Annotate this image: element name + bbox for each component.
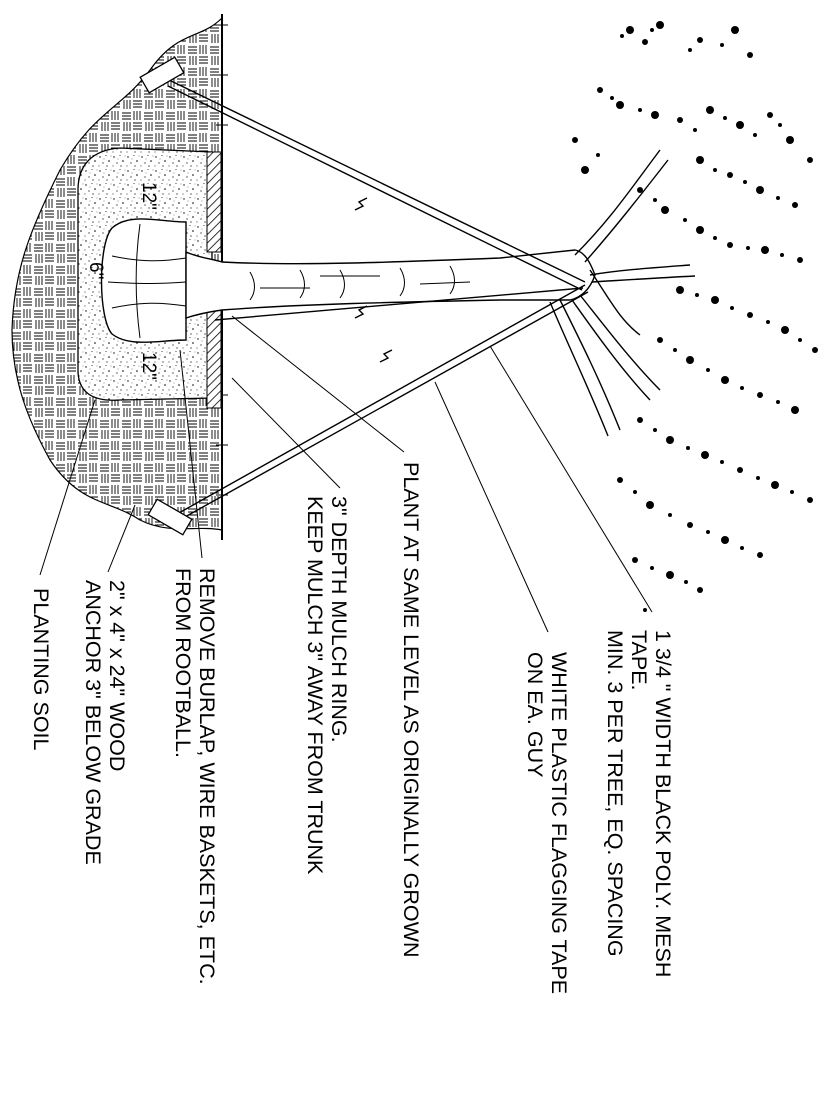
dimension-top: 12" xyxy=(138,182,159,210)
rootball xyxy=(100,218,187,343)
callout-mesh-tape-line3: MIN. 3 PER TREE, EQ. SPACING xyxy=(603,630,627,957)
callout-mulch-ring-line1: 3" DEPTH MULCH RING. xyxy=(327,496,351,743)
guy-wires xyxy=(164,77,589,523)
tree-branches xyxy=(549,149,696,437)
callout-planting-soil: PLANTING SOIL xyxy=(29,588,53,751)
mulch-ring-top xyxy=(206,151,222,253)
callout-planting-soil-line1: PLANTING SOIL xyxy=(29,588,53,751)
callout-wood-anchor-line1: 2" x 4" x 24" WOOD xyxy=(105,580,129,771)
tree-canopy xyxy=(572,21,818,612)
leader-lines xyxy=(39,315,653,633)
callout-mulch-ring-line2: KEEP MULCH 3" AWAY FROM TRUNK xyxy=(303,496,327,875)
callout-flagging-tape-line1: WHITE PLASTIC FLAGGING TAPE xyxy=(547,652,571,994)
callout-remove-burlap-line1: REMOVE BURLAP, WIRE BASKETS, ETC. xyxy=(195,568,219,985)
dimension-bottom: 6" xyxy=(85,262,106,279)
callout-remove-burlap-line2: FROM ROOTBALL. xyxy=(171,568,195,758)
mulch-ring-bottom xyxy=(206,309,222,409)
callout-plant-level: PLANT AT SAME LEVEL AS ORIGINALLY GROWN xyxy=(399,462,423,957)
callout-mesh-tape: 1 3/4 " WIDTH BLACK POLY. MESH TAPE. MIN… xyxy=(603,630,675,977)
callout-wood-anchor: 2" x 4" x 24" WOOD ANCHOR 3" BELOW GRADE xyxy=(81,580,129,865)
grade-ticks xyxy=(216,24,228,496)
callout-plant-level-line1: PLANT AT SAME LEVEL AS ORIGINALLY GROWN xyxy=(399,462,423,957)
rootball-lines xyxy=(107,223,187,339)
callout-mesh-tape-line2: TAPE. xyxy=(627,630,651,691)
tree-trunk xyxy=(185,249,596,319)
callout-mulch-ring: 3" DEPTH MULCH RING. KEEP MULCH 3" AWAY … xyxy=(303,496,351,875)
callout-mesh-tape-line1: 1 3/4 " WIDTH BLACK POLY. MESH xyxy=(651,630,675,977)
callout-wood-anchor-line2: ANCHOR 3" BELOW GRADE xyxy=(81,580,105,865)
callout-remove-burlap: REMOVE BURLAP, WIRE BASKETS, ETC. FROM R… xyxy=(171,568,219,985)
flagging-tape-marks xyxy=(354,197,393,363)
callout-flagging-tape: WHITE PLASTIC FLAGGING TAPE ON EA. GUY xyxy=(523,652,571,994)
dimension-side: 12" xyxy=(138,352,159,380)
callout-flagging-tape-line2: ON EA. GUY xyxy=(523,652,547,777)
wood-anchors xyxy=(139,56,193,536)
